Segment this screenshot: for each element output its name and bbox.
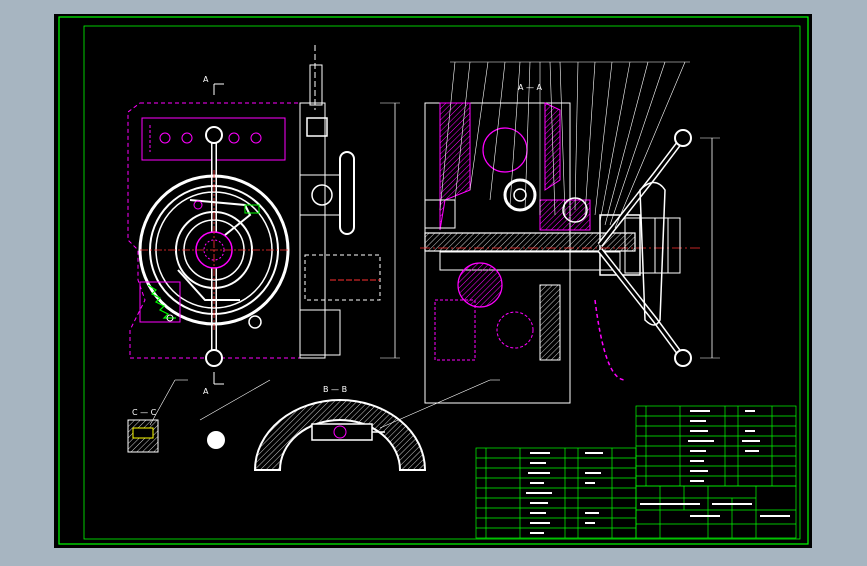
inner-border <box>83 25 801 540</box>
table-glyphs <box>526 410 790 534</box>
detail-circle <box>207 431 225 449</box>
outer-border <box>58 16 809 545</box>
view-a-label-bottom: A <box>203 387 209 396</box>
section-bb <box>199 379 500 471</box>
title-block <box>635 485 797 539</box>
front-view <box>127 45 400 385</box>
section-bb-label: B — B <box>323 385 347 394</box>
section-aa-label: A — A <box>518 83 543 92</box>
section-cc-label: C — C <box>132 408 157 417</box>
section-view <box>420 61 720 404</box>
detail-cc <box>127 379 188 453</box>
drawing-sheet <box>54 14 812 548</box>
parts-table-right <box>635 405 797 487</box>
view-a-label-top: A <box>203 75 209 84</box>
